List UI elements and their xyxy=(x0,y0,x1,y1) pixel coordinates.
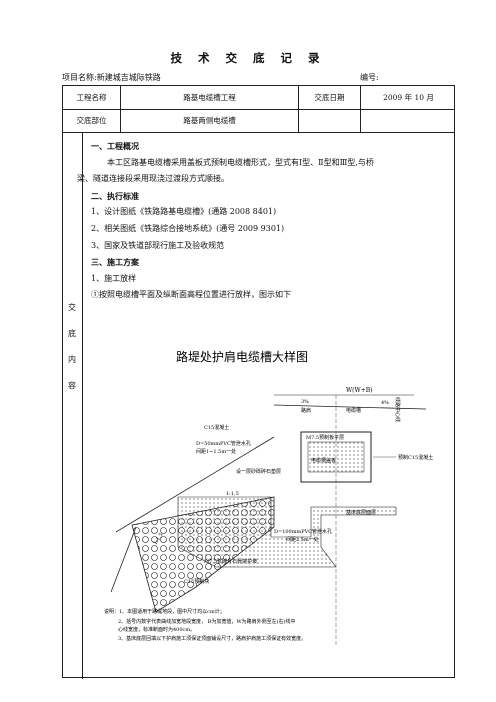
note-line: 心线宽度，标准断面时为400cm。 xyxy=(118,626,195,633)
table-row: 工程名称 路基电缆槽工程 交底日期 2009 年 10 月 xyxy=(63,86,454,110)
value-location: 路基两侧电缆槽 xyxy=(121,109,299,132)
slope-label-2: 1:1.5 xyxy=(153,532,165,546)
record-table: 工程名称 路基电缆槽工程 交底日期 2009 年 10 月 交底部位 路基两侧电… xyxy=(62,85,455,679)
tick-label: 3% xyxy=(301,399,309,405)
paragraph: 本工区路基电缆槽采用盖板式预制电缆槽形式，型式有Ⅰ型、Ⅱ型和Ⅲ型,与桥 xyxy=(107,157,374,167)
slope-protection xyxy=(131,496,275,613)
cable-trough-drawing: 路堤处护肩电缆槽大样图 W(W+B) 线路中心线 3% 4% 路肩 电缆槽 M7… xyxy=(104,349,433,647)
trough-label: 电缆槽 xyxy=(346,407,361,414)
tick-label: 4% xyxy=(381,400,389,406)
mortar-label: M7.5浆砌片石骨架护坡 xyxy=(204,558,257,565)
list-item: ①按照电缆槽平面及纵断面高程位置进行放样，图示如下 xyxy=(91,290,291,300)
empty-cell xyxy=(361,109,456,132)
list-item: 1、施工放样 xyxy=(91,273,137,283)
project-name: 项目名称:新建城吉城际铁路 xyxy=(62,73,161,82)
drawing-title: 路堤处护肩电缆槽大样图 xyxy=(176,349,308,364)
slope-label: 1:1.5 xyxy=(226,491,239,497)
label-project: 工程名称 xyxy=(63,86,121,109)
side-char: 底 xyxy=(68,329,76,338)
list-item: 1、设计图纸《铁路路基电缆槽》(通路 2008 8401) xyxy=(91,207,277,217)
road-surface xyxy=(273,404,427,410)
note-line: 说明：1、本图适用于路堤地段，图中尺寸均以cm计； xyxy=(104,608,225,615)
section-heading: 二、执行标准 xyxy=(91,190,139,201)
side-char: 容 xyxy=(68,381,76,390)
label-location: 交底部位 xyxy=(63,109,121,132)
serial-number: 编号: xyxy=(360,73,379,82)
dim-label: W(W+B) xyxy=(346,387,372,394)
c15r-label: 预制C15混凝土 xyxy=(398,454,433,461)
pipe3-label: D=100mmPVC管泄水孔 xyxy=(274,528,332,535)
pave-label: 路肩 xyxy=(301,407,311,414)
pipe4-label: 间距2.5m一处 xyxy=(286,536,319,543)
paragraph: 梁、隧道连接段采用现浇过渡段方式顺接。 xyxy=(77,174,229,184)
document-title: 技 术 交 底 记 录 xyxy=(170,51,326,65)
list-item: 2、相关图纸《铁路综合接地系统》(通号 2009 9301) xyxy=(91,223,285,233)
side-label: 交 底 内 容 xyxy=(63,132,83,679)
slope-edge xyxy=(110,526,137,593)
trough-interior xyxy=(307,441,365,473)
section-heading: 一、工程概况 xyxy=(91,141,139,151)
inner-label: 线路中心线 xyxy=(394,397,401,422)
gravel-label: 设一层砂砾碎石垫层 xyxy=(236,468,281,475)
empty-cell xyxy=(299,109,361,132)
c15-top-label: C15混凝土 xyxy=(204,424,229,431)
slope-line xyxy=(115,436,275,533)
note-line: 2、括号内数字代表曲线加宽地段宽度， B为加宽值，W为路肩外侧至左(右)线中 xyxy=(118,618,296,625)
board-label: M7.5预制板平层 xyxy=(306,434,344,441)
cable-trough xyxy=(300,431,372,483)
value-project: 路基电缆槽工程 xyxy=(121,86,299,109)
section-heading: 三、施工方案 xyxy=(91,257,139,268)
base-label: 基床底层面层 xyxy=(346,509,376,516)
side-char: 内 xyxy=(68,355,76,364)
content-body: 一、工程概况 本工区路基电缆槽采用盖板式预制电缆槽形式，型式有Ⅰ型、Ⅱ型和Ⅲ型,… xyxy=(77,138,451,304)
pipe-label: D=50mmPVC管泄水孔 xyxy=(196,440,251,447)
pipe-spacing-label: 间距1~1.5m一处 xyxy=(196,448,236,455)
c15-bottom-label: C15预制块 xyxy=(184,578,209,585)
list-item: 3、国家及铁道部现行施工及验收规范 xyxy=(91,240,225,250)
note-line: 3、基床底层回填以下护肩施工须保证顶面铺设尺寸，路肩护肩施工须保证有效宽度。 xyxy=(118,635,306,642)
table-row: 交底部位 路基两侧电缆槽 xyxy=(63,109,454,133)
label-date: 交底日期 xyxy=(299,86,361,109)
value-date: 2009 年 10 月 xyxy=(383,93,434,102)
cover-label: 电缆槽盖板 xyxy=(311,457,336,464)
side-char: 交 xyxy=(68,303,76,312)
